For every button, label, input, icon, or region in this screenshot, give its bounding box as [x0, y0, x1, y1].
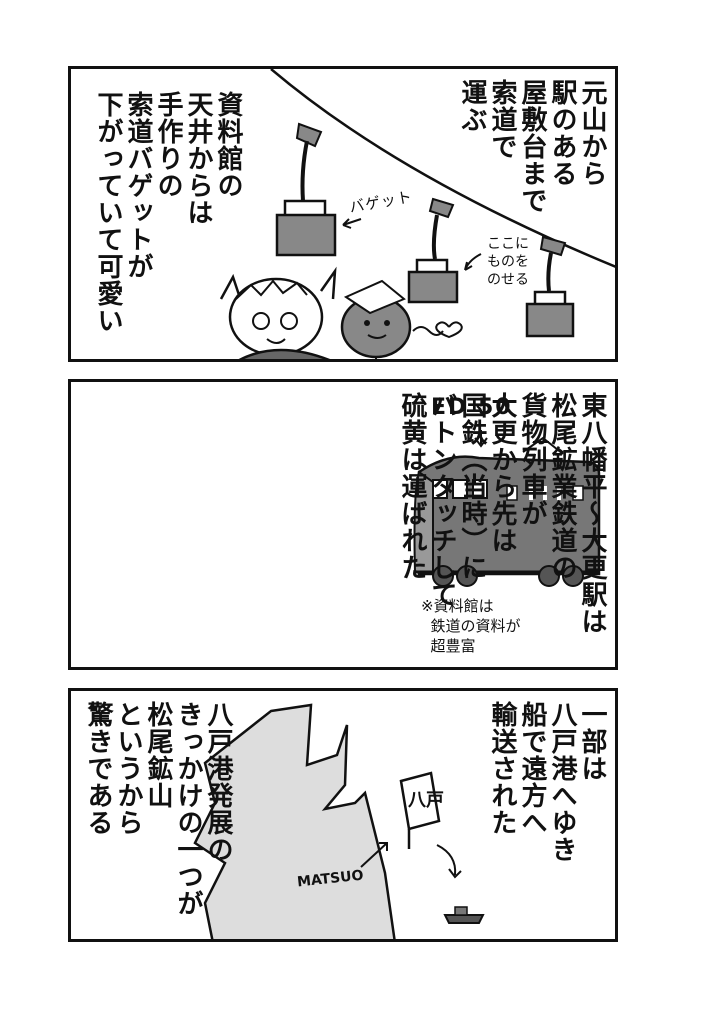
panel-port: MATSUO 八戸 一部は 八戸港へゆき 船で遠方へ 輸送された 八戸港発展の … — [68, 688, 618, 942]
shipping-caption: 一部は 八戸港へゆき 船で遠方へ 輸送された — [487, 701, 607, 863]
map-illustration — [193, 703, 485, 939]
map-landmass — [193, 703, 396, 939]
locomotive-ed50 — [413, 455, 601, 587]
ship-icon — [443, 906, 485, 924]
ropeway-illustration — [219, 69, 615, 359]
character-fox — [219, 266, 337, 359]
ropeway-bucket-3 — [525, 235, 575, 338]
sign-label-hachinohe: 八戸 — [408, 790, 444, 811]
panel-railway: ED 50 東八幡平〜大更駅は 松尾鉱業鉄道の 貨物列車が 大更から先は 国鉄（… — [68, 379, 618, 670]
train-model-label: ED 50 — [431, 395, 513, 420]
character-ball — [340, 279, 412, 359]
railway-caption: 東八幡平〜大更駅は 松尾鉱業鉄道の 貨物列車が 大更から先は 国鉄（当時）に バ… — [397, 392, 607, 635]
port-sign — [399, 771, 441, 849]
port-caption: 八戸港発展の きっかけの一つが 松尾鉱山 というから 驚きである — [83, 701, 233, 917]
museum-note: ※資料館は 鉄道の資料が 超豊富 — [421, 597, 521, 655]
label-load-here: ここに ものを のせる — [487, 236, 529, 288]
panel-ropeway: 元山から 駅のある 屋敷台まで 索道で 運ぶ 資料館の 天井からは 手作りの 索… — [68, 66, 618, 362]
museum-caption: 資料館の 天井からは 手作りの 索道バゲットが 下がっていて可愛い — [93, 91, 243, 334]
train-illustration — [413, 430, 601, 587]
ropeway-bucket-1 — [275, 122, 337, 257]
ropeway-bucket-2 — [407, 197, 459, 304]
ropeway-caption: 元山から 駅のある 屋敷台まで 索道で 運ぶ — [457, 79, 607, 214]
